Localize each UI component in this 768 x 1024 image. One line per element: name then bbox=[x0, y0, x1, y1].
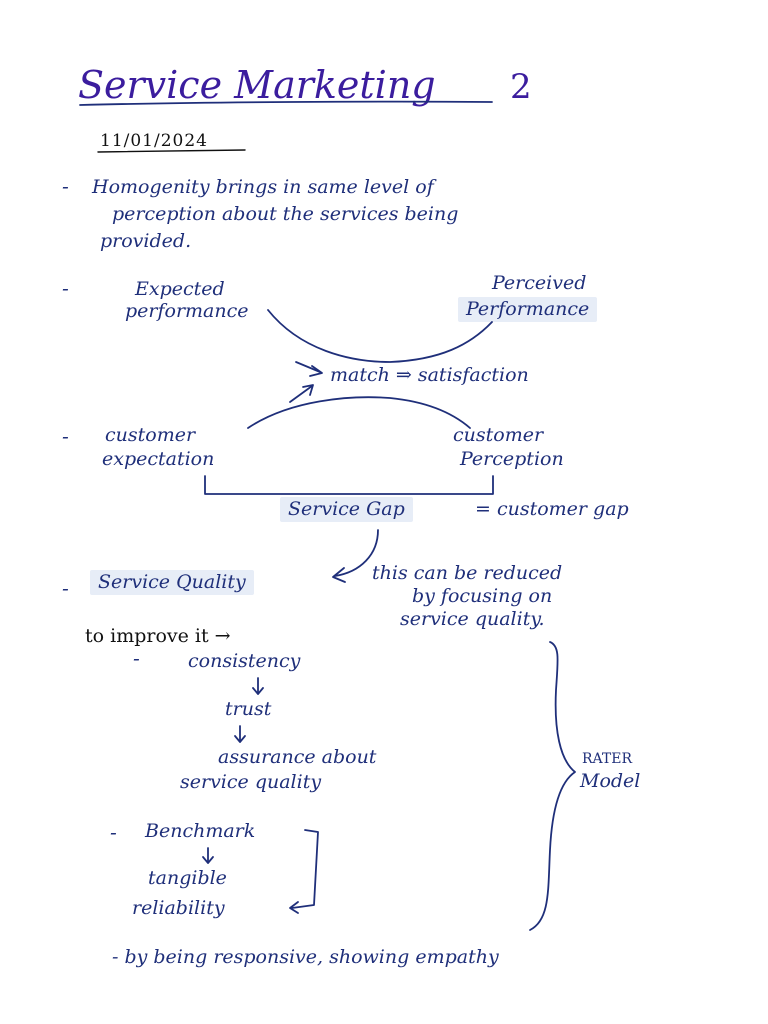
performance-label: performance bbox=[125, 300, 249, 322]
title-underline bbox=[79, 100, 493, 106]
bullet-dash: - bbox=[133, 646, 140, 670]
bullet-dash: - bbox=[62, 576, 69, 600]
to-improve: to improve it → bbox=[85, 625, 231, 647]
perceived-performance-highlight: Performance bbox=[458, 297, 598, 322]
homogeneity-line-3: provided. bbox=[100, 230, 192, 252]
benchmark: Benchmark bbox=[145, 820, 256, 842]
service-gap-highlight: Service Gap bbox=[280, 497, 413, 522]
homogeneity-line-2: perception about the services being bbox=[112, 203, 459, 225]
rater-brace bbox=[529, 641, 576, 931]
benchmark-bracket bbox=[291, 829, 319, 909]
arrow-to-match-top bbox=[295, 361, 321, 373]
trust: trust bbox=[225, 698, 272, 720]
consistency: consistency bbox=[188, 650, 301, 672]
page-title-number: 2 bbox=[510, 67, 532, 107]
reduced-note-line-1: this can be reduced bbox=[372, 562, 563, 584]
assurance-line-2: service quality bbox=[180, 771, 322, 793]
page-title: Service Marketing bbox=[78, 63, 436, 107]
model-label: Model bbox=[580, 770, 641, 792]
expectation-curve bbox=[247, 396, 471, 429]
date: 11/01/2024 bbox=[100, 131, 208, 151]
match-satisfaction: match ⇒ satisfaction bbox=[330, 364, 529, 386]
reduced-note-line-2: by focusing on bbox=[412, 585, 553, 607]
tangible: tangible bbox=[148, 867, 227, 889]
bullet-dash: - bbox=[62, 174, 69, 198]
customer-label-left: customer bbox=[105, 424, 196, 446]
assurance-line-1: assurance about bbox=[218, 746, 377, 768]
customer-gap: = customer gap bbox=[475, 498, 629, 520]
arrow-to-match-bottom bbox=[289, 385, 313, 403]
reduced-note-line-3: service quality. bbox=[400, 608, 545, 630]
bullet-dash: - bbox=[110, 820, 117, 844]
bullet-dash: - bbox=[62, 424, 69, 448]
bullet-dash: - bbox=[62, 276, 69, 300]
perception-label: Perception bbox=[460, 448, 564, 470]
perceived-label: Perceived bbox=[492, 272, 587, 294]
homogeneity-line-1: Homogenity brings in same level of bbox=[92, 176, 434, 198]
performance-curve bbox=[267, 309, 493, 363]
gap-to-quality-arrow bbox=[334, 529, 379, 577]
responsive-empathy: - by being responsive, showing empathy bbox=[112, 946, 499, 968]
expectation-label: expectation bbox=[102, 448, 215, 470]
reliability: reliability bbox=[132, 897, 225, 919]
gap-bracket bbox=[204, 475, 494, 495]
service-quality-highlight: Service Quality bbox=[90, 570, 254, 595]
expected-label: Expected bbox=[135, 278, 225, 300]
customer-label-right: customer bbox=[453, 424, 544, 446]
date-underline bbox=[97, 149, 246, 153]
rater-label: RATER bbox=[582, 751, 632, 767]
